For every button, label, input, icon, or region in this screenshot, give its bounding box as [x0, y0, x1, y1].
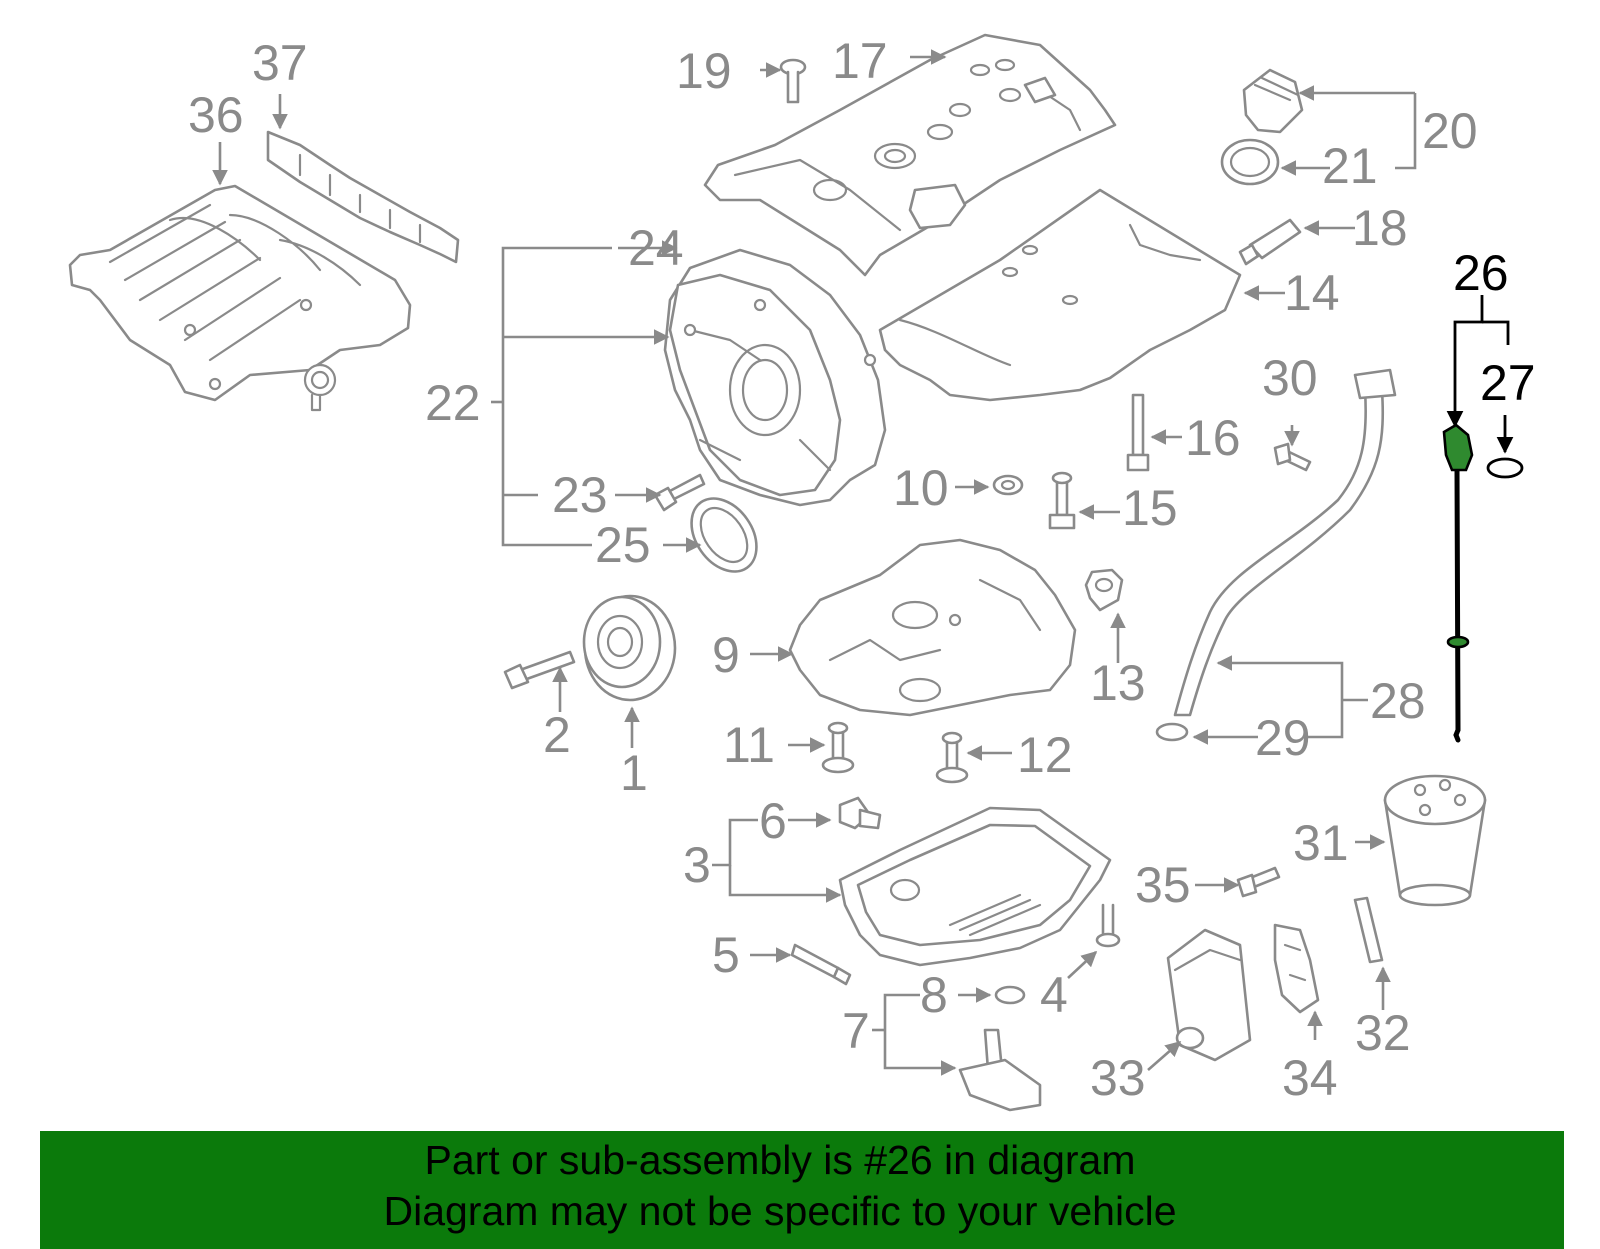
callout-22: 22	[425, 375, 481, 431]
bolt-part-16	[1126, 393, 1150, 472]
sensor-part-5	[790, 943, 852, 986]
callout-2: 2	[543, 707, 571, 763]
callout-33: 33	[1090, 1050, 1146, 1106]
part-13	[1084, 568, 1124, 612]
pulley-part-1	[582, 594, 677, 702]
banner-line-part: Part or sub-assembly is #26 in diagram	[424, 1137, 1136, 1183]
callout-11: 11	[723, 717, 775, 773]
callout-24: 24	[628, 220, 684, 276]
o-ring-part-27	[1486, 457, 1524, 479]
banner-line-disclaimer: Diagram may not be specific to your vehi…	[383, 1188, 1177, 1234]
cover-plate-part-14	[878, 188, 1242, 402]
callout-7: 7	[842, 1003, 870, 1059]
callout-19: 19	[676, 43, 732, 99]
callout-32: 32	[1355, 1005, 1411, 1061]
callout-9: 9	[712, 627, 740, 683]
bolt-part-12	[935, 731, 969, 784]
o-ring-part-8	[994, 985, 1026, 1005]
bolt-part-15	[1048, 471, 1076, 530]
bolt-part-30	[1273, 442, 1312, 472]
oil-level-sensor-part-7	[958, 1028, 1042, 1112]
callout-5: 5	[712, 927, 740, 983]
callout-18: 18	[1352, 200, 1408, 256]
callout-26: 26	[1453, 245, 1509, 301]
leader-lines	[212, 49, 1514, 1076]
callout-31: 31	[1293, 815, 1349, 871]
bolt-part-19	[779, 58, 807, 104]
callout-17: 17	[832, 33, 888, 89]
stud-part-32	[1353, 896, 1384, 964]
callout-23: 23	[552, 467, 608, 523]
dipstick-part-26	[1442, 423, 1474, 743]
callout-34: 34	[1282, 1050, 1338, 1106]
dipstick-tube-part-28	[1173, 368, 1397, 717]
callout-27: 27	[1480, 355, 1536, 411]
intake-manifold-part-36	[68, 184, 412, 412]
callout-30: 30	[1262, 350, 1318, 406]
callout-6: 6	[759, 793, 787, 849]
timing-cover-part-24	[663, 248, 887, 507]
callout-20: 20	[1422, 103, 1478, 159]
callout-13: 13	[1090, 655, 1146, 711]
callout-12: 12	[1017, 727, 1073, 783]
info-banner: Part or sub-assembly is #26 in diagram D…	[40, 1131, 1564, 1249]
oil-filter-part-31	[1383, 774, 1487, 907]
callout-21: 21	[1322, 138, 1378, 194]
oil-pan-part-3	[838, 806, 1112, 967]
manifold-gasket-part-37	[266, 130, 460, 264]
o-ring-part-29	[1155, 722, 1189, 742]
sensor-part-18	[1238, 218, 1302, 266]
oil-pan-upper-part-9	[788, 538, 1077, 717]
callout-8: 8	[920, 967, 948, 1023]
bolt-part-2	[503, 650, 576, 690]
oil-filler-cap-part-20	[1242, 68, 1304, 134]
callout-labels: 37 36 19 17 20 21 18 24 14 22 30 16 23 1…	[188, 33, 1536, 1106]
valve-cover-part-17	[703, 33, 1117, 277]
callout-4: 4	[1040, 967, 1068, 1023]
callout-36: 36	[188, 87, 244, 143]
cap-seal-part-21	[1220, 138, 1280, 186]
callout-15: 15	[1122, 480, 1178, 536]
callout-37: 37	[252, 35, 308, 91]
callout-28: 28	[1370, 673, 1426, 729]
bolt-part-35	[1236, 866, 1281, 898]
callout-16: 16	[1185, 410, 1241, 466]
callout-14: 14	[1284, 265, 1340, 321]
washer-part-10	[992, 474, 1024, 496]
oil-cooler-part-33	[1166, 928, 1252, 1062]
callout-35: 35	[1135, 857, 1191, 913]
callout-1: 1	[620, 745, 648, 801]
seal-part-25	[690, 497, 758, 573]
callout-3: 3	[683, 837, 711, 893]
callout-25: 25	[595, 517, 651, 573]
bracket-part-34	[1273, 923, 1320, 1014]
callout-29: 29	[1255, 710, 1311, 766]
callout-10: 10	[893, 460, 949, 516]
bolt-part-4	[1095, 903, 1121, 948]
sensor-part-6	[838, 796, 882, 830]
bolt-part-11	[821, 721, 855, 774]
